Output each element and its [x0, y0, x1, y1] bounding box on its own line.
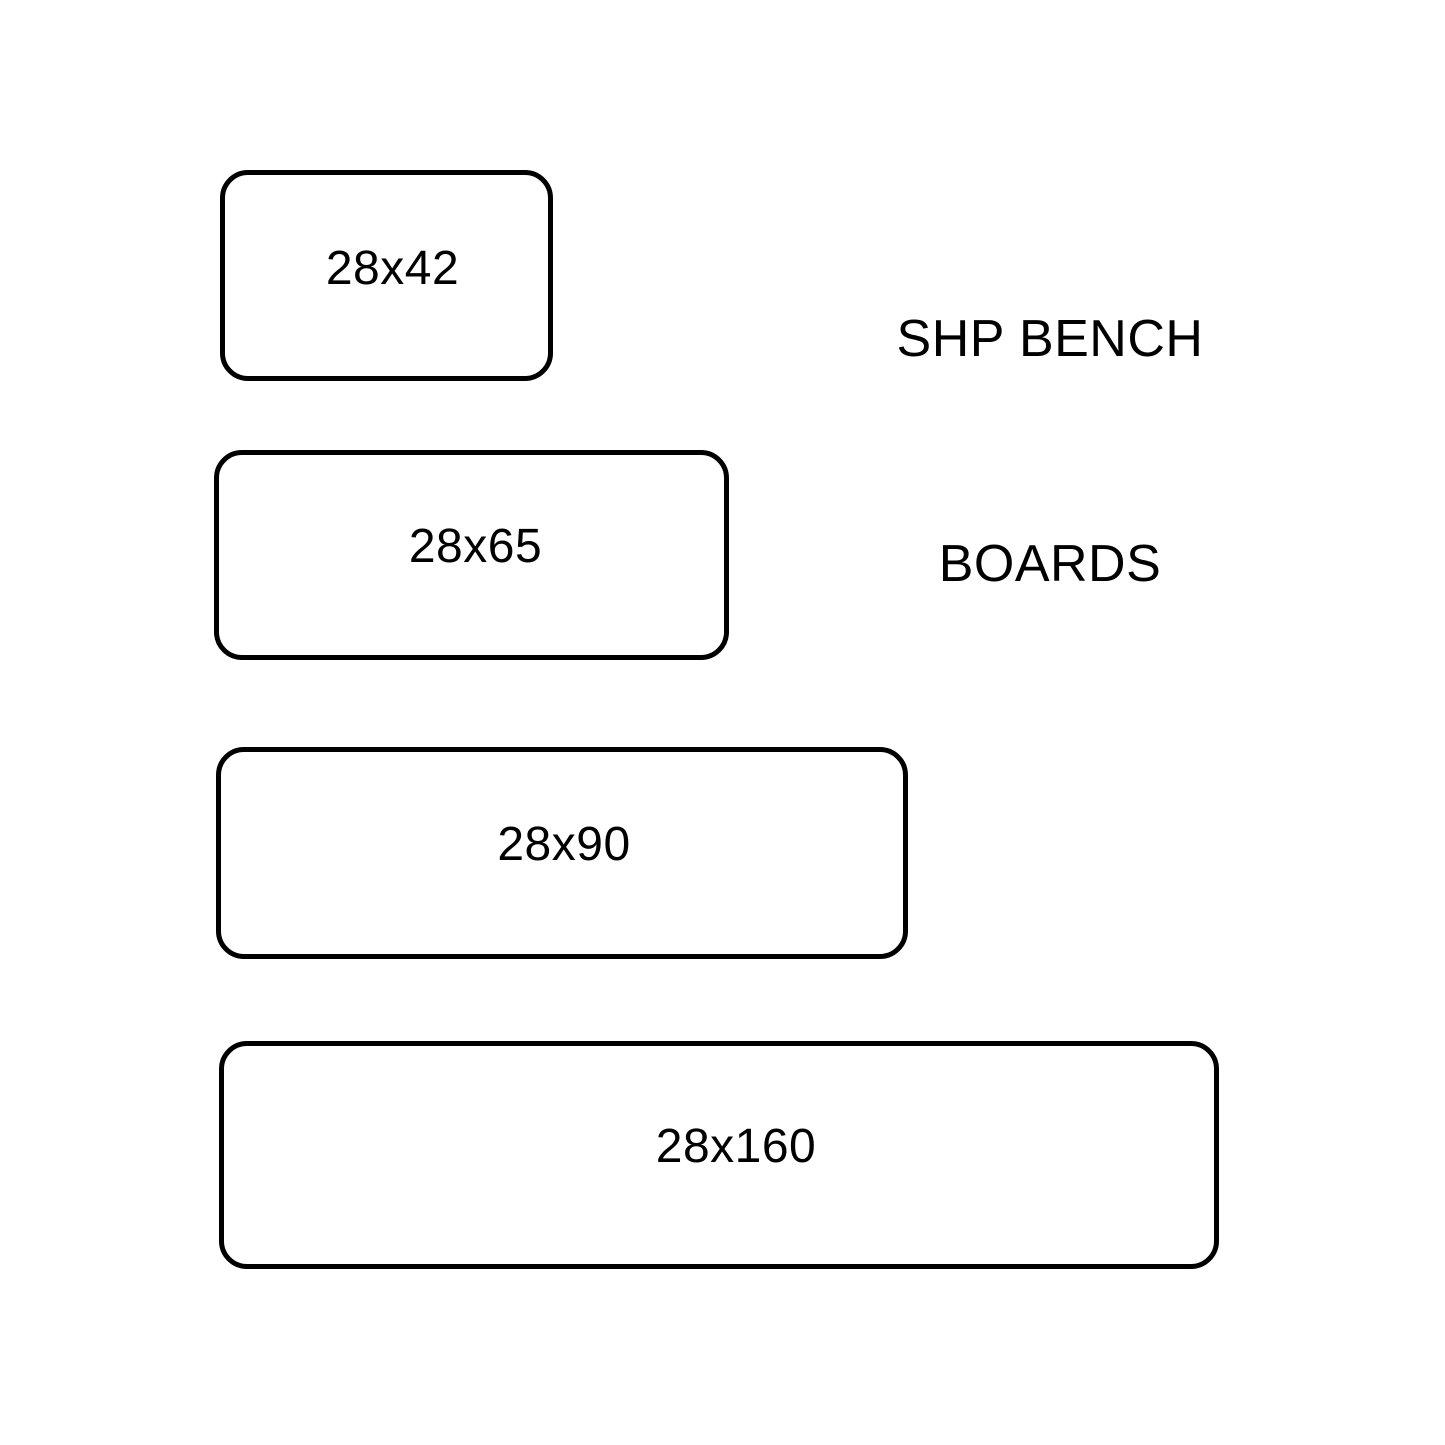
board-shape-28x90: 28x90 [216, 747, 908, 959]
board-label-28x65: 28x65 [408, 520, 543, 573]
diagram-title-line-1: SHP BENCH [896, 310, 1204, 368]
diagram-title-line-2: BOARDS [938, 535, 1162, 593]
diagram-title: SHP BENCH BOARDS [815, 152, 1285, 752]
board-label-28x160: 28x160 [655, 1120, 817, 1173]
board-shape-28x65: 28x65 [214, 450, 729, 660]
board-label-28x42: 28x42 [325, 241, 460, 295]
board-label-28x90: 28x90 [497, 818, 631, 871]
board-shape-28x42: 28x42 [220, 170, 553, 381]
board-shape-28x160: 28x160 [219, 1041, 1219, 1269]
